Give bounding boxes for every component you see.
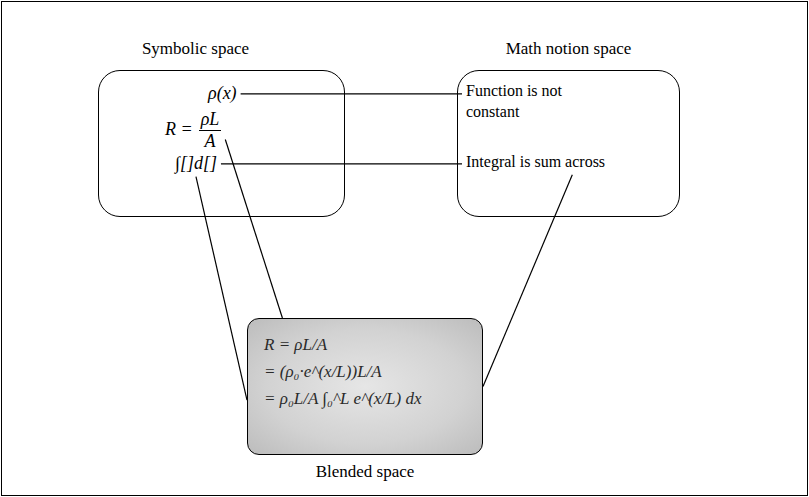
math-symbol: ρ(x): [208, 83, 237, 105]
notion-item: Integral is sum across: [462, 150, 609, 175]
connector-line: [196, 177, 247, 401]
connector-line: [225, 139, 282, 318]
notion-text: Integral is sum across: [466, 152, 605, 173]
notion-item: Function is not constant: [462, 79, 602, 125]
notion-text: Function is not constant: [466, 81, 598, 123]
math-symbol: ∫[]d[]: [175, 153, 217, 175]
handwritten-step: R = ρL/A: [264, 331, 466, 358]
symbol-item: ∫[]d[]: [171, 151, 221, 177]
space-heading: Math notion space: [458, 39, 679, 59]
space-box: Symbolic spaceρ(x)R =ρLA∫[]d[]: [98, 70, 345, 217]
math-symbol: R =: [165, 119, 193, 141]
math-symbol: A: [202, 131, 217, 152]
space-box: Math notion spaceFunction is not constan…: [457, 70, 680, 217]
handwritten-step: = (ρ₀·e^(x/L))L/A: [264, 358, 466, 385]
connector-line: [483, 175, 572, 387]
math-symbol: ρL: [199, 109, 222, 131]
space-caption: Blended space: [264, 462, 466, 482]
connector-line: [241, 93, 462, 94]
symbol-item: ρ(x): [204, 81, 241, 107]
space-heading: Symbolic space: [73, 39, 318, 59]
connector-line: [221, 163, 462, 164]
handwritten-image: R = ρL/A= (ρ₀·e^(x/L))L/A= ρ₀L/A ∫₀^L e^…: [247, 318, 483, 455]
handwritten-step: = ρ₀L/A ∫₀^L e^(x/L) dx: [264, 385, 466, 412]
symbol-item: R = ρLA: [161, 107, 225, 153]
fraction: ρLA: [199, 109, 222, 151]
